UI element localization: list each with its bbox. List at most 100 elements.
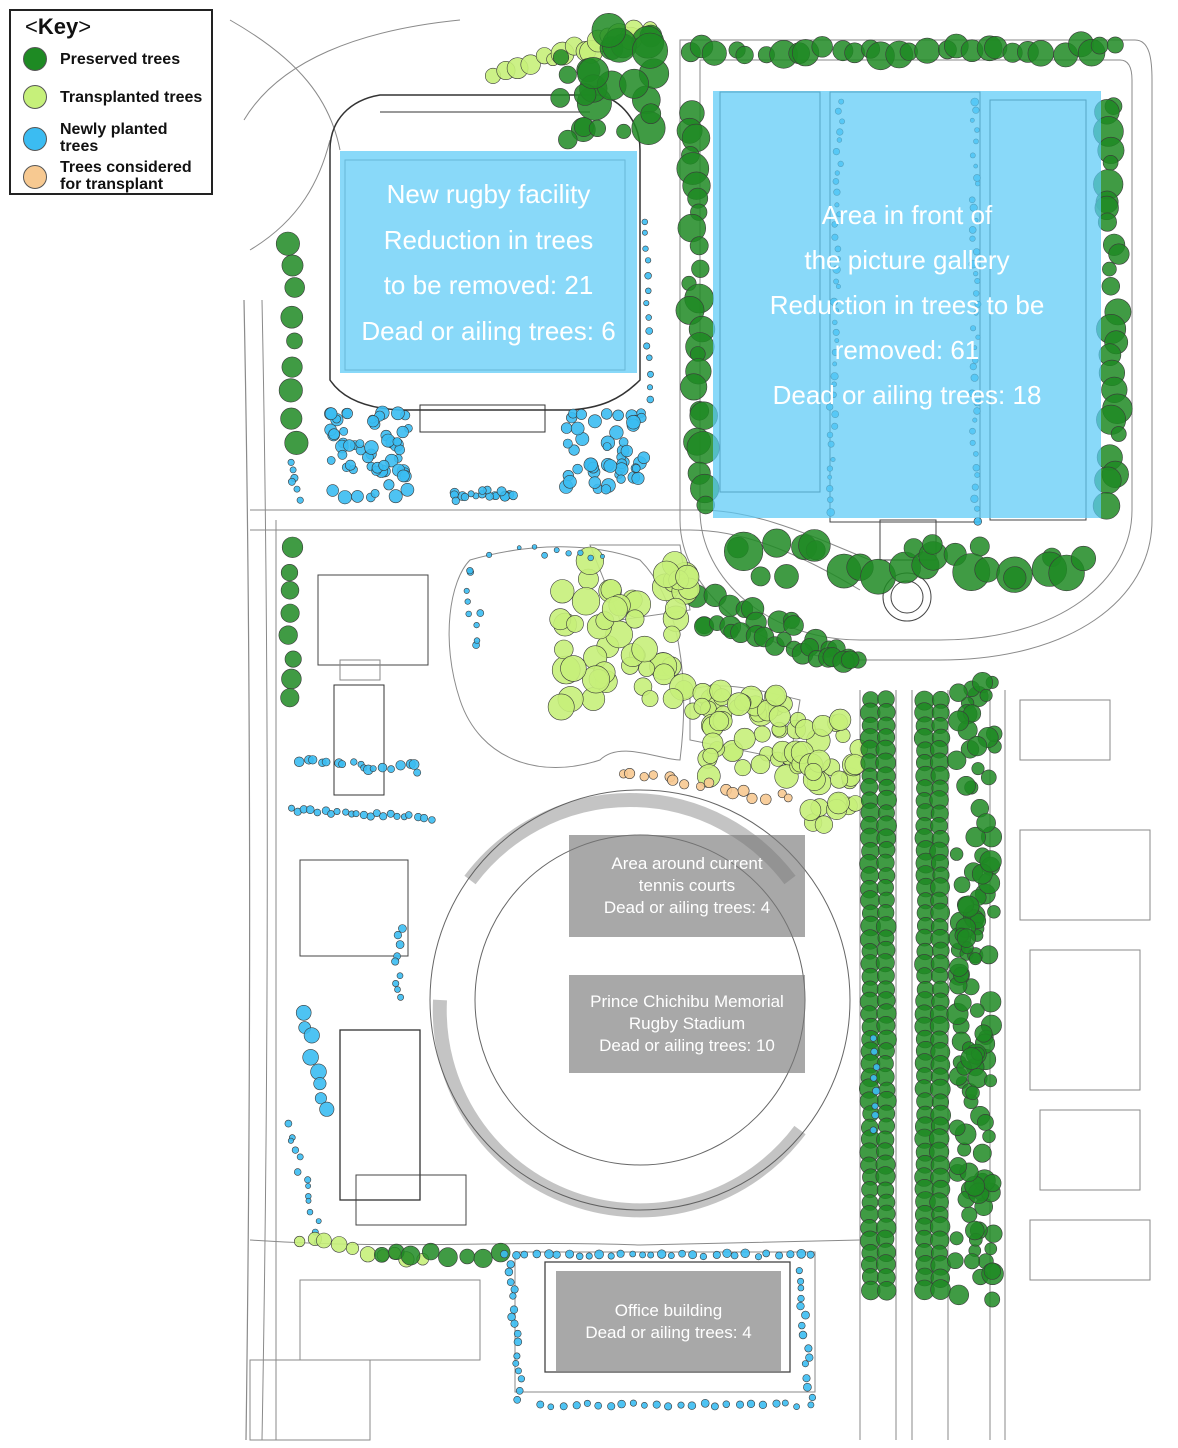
zone-label-rugby-facility: New rugby facility Reduction in trees to… <box>340 172 637 354</box>
transplanted-tree-marker <box>550 579 575 604</box>
preserved-tree-marker <box>774 564 799 589</box>
new-tree-marker <box>288 804 295 812</box>
new-tree-marker <box>607 1402 616 1411</box>
preserved-tree-marker <box>577 57 610 90</box>
new-tree-marker <box>355 439 365 448</box>
new-tree-marker <box>506 1278 515 1286</box>
new-tree-marker <box>509 1292 517 1300</box>
preserved-tree-marker <box>1101 277 1121 296</box>
transplanted-tree-marker <box>641 690 659 708</box>
new-tree-marker <box>294 756 305 767</box>
new-tree-marker <box>377 762 388 773</box>
preserved-tree-marker <box>280 581 300 600</box>
new-tree-marker <box>575 1252 584 1261</box>
new-tree-marker <box>642 229 648 236</box>
considered-tree-marker <box>777 789 787 799</box>
new-tree-marker <box>532 1249 541 1259</box>
considered-tree-marker <box>695 781 705 791</box>
new-tree-marker <box>617 1399 626 1409</box>
new-tree-marker <box>798 1321 806 1330</box>
new-tree-marker <box>646 395 654 404</box>
new-tree-marker <box>587 554 594 562</box>
preserved-tree-marker <box>949 683 968 702</box>
new-tree-marker <box>343 439 356 452</box>
new-tree-marker <box>575 408 587 420</box>
preserved-tree-marker <box>965 826 986 848</box>
new-tree-marker <box>294 1168 302 1176</box>
preserved-tree-marker <box>558 129 578 150</box>
new-tree-marker <box>644 272 652 280</box>
new-tree-marker <box>616 1249 625 1258</box>
new-tree-marker <box>804 1344 813 1353</box>
new-tree-marker <box>641 1402 648 1409</box>
preserved-tree-marker <box>798 529 831 562</box>
new-tree-marker <box>370 488 380 498</box>
preserved-tree-marker <box>914 37 941 64</box>
transplanted-tree-marker <box>520 54 541 75</box>
new-tree-marker <box>291 1146 300 1154</box>
new-tree-marker <box>306 1208 314 1216</box>
new-tree-marker <box>397 993 404 1001</box>
new-tree-marker <box>303 1027 320 1044</box>
new-tree-marker <box>305 1183 311 1189</box>
legend-item-considered: Trees considered for transplant <box>23 159 210 193</box>
new-tree-marker <box>626 415 641 430</box>
preserved-tree-marker <box>691 259 710 278</box>
transplanted-tree-marker <box>753 725 771 743</box>
new-tree-marker <box>428 816 436 824</box>
preserved-tree-marker <box>278 378 303 403</box>
new-tree-marker <box>735 1400 744 1409</box>
preserved-tree-marker <box>1102 155 1119 171</box>
new-tree-marker <box>872 1063 881 1071</box>
new-tree-marker <box>646 354 653 361</box>
new-tree-marker <box>700 1399 710 1408</box>
new-tree-marker <box>419 813 429 823</box>
preserved-tree-marker <box>964 1253 981 1270</box>
transplanted-tree-marker <box>804 763 823 781</box>
preserved-tree-marker <box>286 332 303 350</box>
preserved-tree-marker <box>1108 243 1130 265</box>
new-tree-marker <box>565 1249 574 1259</box>
transplanted-tree-marker <box>847 795 864 812</box>
new-tree-marker <box>870 1074 878 1082</box>
new-tree-marker <box>396 972 404 980</box>
preserved-tree-marker <box>550 88 571 108</box>
legend-item-transplanted: Transplanted trees <box>23 85 210 109</box>
new-tree-marker <box>473 637 481 644</box>
transplanted-tree-marker <box>316 1232 332 1249</box>
new-tree-marker <box>337 490 352 505</box>
new-tree-marker <box>507 1312 516 1322</box>
new-tree-marker <box>802 1374 811 1383</box>
preserved-tree-marker <box>275 231 300 256</box>
new-tree-marker <box>607 1252 615 1260</box>
preserved-tree-marker <box>979 850 1002 873</box>
new-tree-marker <box>572 463 583 475</box>
zone-rugby-facility <box>340 151 637 373</box>
new-tree-marker <box>408 759 420 770</box>
transplanted-tree-marker <box>560 655 587 682</box>
new-tree-marker <box>305 1197 312 1204</box>
new-tree-marker <box>797 1284 805 1292</box>
zone-label-line: Dead or ailing trees: 18 <box>772 380 1042 410</box>
preserved-tree-marker <box>980 991 1002 1013</box>
new-tree-marker <box>314 1092 327 1105</box>
new-tree-marker <box>594 1249 604 1260</box>
new-tree-marker <box>350 758 358 766</box>
preserved-tree-marker <box>280 563 299 582</box>
new-tree-marker <box>364 440 379 455</box>
preserved-tree-marker <box>1102 261 1117 277</box>
new-tree-marker <box>326 456 336 465</box>
zone-label-picture-gallery: Area in front of the picture gallery Red… <box>713 193 1101 418</box>
zone-office-building <box>556 1271 781 1371</box>
considered-tree-swatch <box>23 165 47 189</box>
new-tree-marker <box>387 765 395 773</box>
new-tree-marker <box>324 407 338 421</box>
transplanted-tree-marker <box>625 609 645 629</box>
preserved-tree-marker <box>965 1085 980 1101</box>
preserved-tree-marker <box>967 1068 988 1089</box>
new-tree-marker <box>366 812 375 821</box>
new-tree-marker <box>313 808 322 817</box>
new-tree-marker <box>629 1250 637 1258</box>
new-tree-marker <box>641 218 648 226</box>
zone-label-line: to be removed: 21 <box>383 270 594 300</box>
